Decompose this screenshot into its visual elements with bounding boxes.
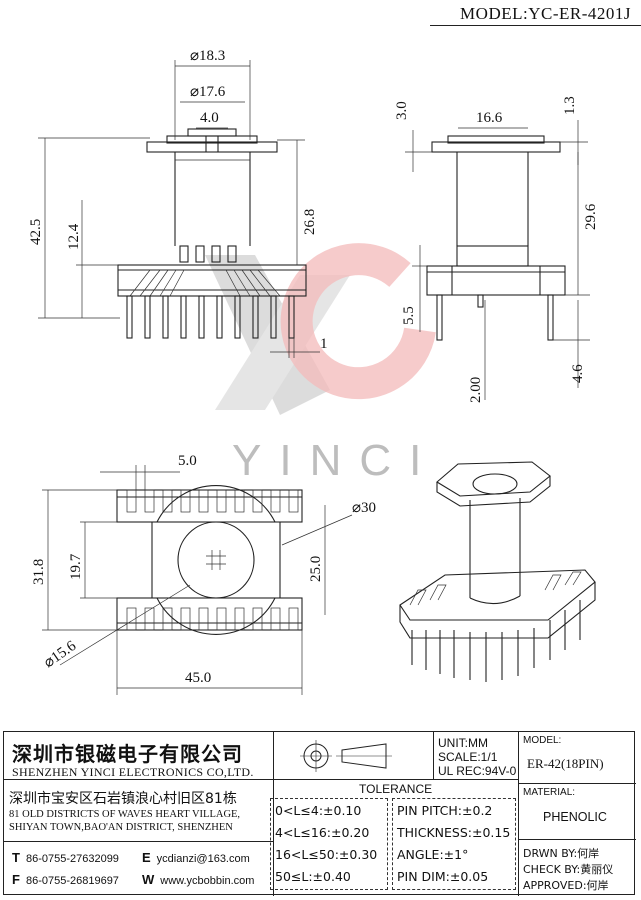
dim-w4-0: 4.0 bbox=[200, 110, 219, 126]
address-en-1: 81 OLD DISTRICTS OF WAVES HEART VILLAGE, bbox=[9, 809, 241, 820]
company-name-en: SHENZHEN YINCI ELECTRONICS CO,LTD. bbox=[12, 765, 254, 779]
title-block: 深圳市银磁电子有限公司 SHENZHEN YINCI ELECTRONICS C… bbox=[3, 731, 636, 896]
dim-h25-0: 25.0 bbox=[308, 556, 324, 582]
dim-h26-8: 26.8 bbox=[302, 209, 318, 235]
model-title: MODEL:YC-ER-4201J bbox=[460, 4, 631, 23]
front-view: ⌀18.3 ⌀17.6 4.0 42.5 12.4 26.8 1 bbox=[28, 48, 328, 358]
dim-h2-00: 2.00 bbox=[468, 377, 484, 403]
top-view: 5.0 ⌀30 31.8 19.7 25.0 ⌀15.6 45.0 bbox=[31, 453, 376, 695]
fax-value: 86-0755-26819697 bbox=[25, 875, 119, 887]
check-by: CHECK BY:黄丽仪 bbox=[523, 863, 614, 876]
dim-d15-6: ⌀15.6 bbox=[41, 638, 79, 672]
material-value: PHENOLIC bbox=[543, 810, 607, 824]
approval-cell: DRWN BY:何岸 CHECK BY:黄丽仪 APPROVED:何岸 bbox=[519, 840, 636, 896]
pin-row-2: THICKNESS:±0.15 bbox=[397, 825, 511, 840]
dim-h5-5: 5.5 bbox=[401, 306, 417, 325]
material-cell: MATERIAL: PHENOLIC bbox=[519, 784, 636, 840]
address-cn: 深圳市宝安区石岩镇浪心村旧区81栋 bbox=[9, 791, 237, 807]
projection-symbol-cell bbox=[274, 732, 434, 780]
company-cell: 深圳市银磁电子有限公司 SHENZHEN YINCI ELECTRONICS C… bbox=[4, 732, 274, 780]
dim-h4-6: 4.6 bbox=[570, 364, 586, 383]
model-value: ER-42(18PIN) bbox=[527, 756, 604, 771]
dim-d18-3: ⌀18.3 bbox=[190, 48, 225, 64]
tolerance-body-border bbox=[274, 798, 519, 896]
scale-text: SCALE:1/1 bbox=[438, 750, 498, 764]
dim-d17-6: ⌀17.6 bbox=[190, 84, 226, 100]
third-angle-projection-icon bbox=[300, 740, 392, 772]
fax-row: F 86-0755-26819697 bbox=[12, 872, 119, 887]
dim-h42-5: 42.5 bbox=[28, 219, 44, 245]
dim-d30: ⌀30 bbox=[352, 500, 376, 516]
tol-row-3: 16<L≤50:±0.30 bbox=[275, 847, 378, 862]
dim-h1-3: 1.3 bbox=[562, 96, 578, 115]
dim-w16-6: 16.6 bbox=[476, 110, 503, 126]
engineering-drawing: YINCI ⌀18.3 ⌀17 bbox=[28, 48, 599, 695]
tolerance-title: TOLERANCE bbox=[359, 782, 433, 796]
fax-label: F bbox=[12, 872, 20, 887]
model-label: MODEL: bbox=[523, 735, 562, 746]
dim-w45-0: 45.0 bbox=[185, 670, 211, 686]
model-cell: MODEL: ER-42(18PIN) bbox=[519, 732, 636, 784]
email-value: ycdianzi@163.com bbox=[156, 853, 250, 865]
dim-h12-4: 12.4 bbox=[66, 223, 82, 250]
model-title-rule bbox=[430, 25, 641, 26]
tolerance-header-cell: TOLERANCE bbox=[274, 780, 519, 798]
dim-w5-0: 5.0 bbox=[178, 453, 197, 469]
ul-rec-text: UL REC:94V-0 bbox=[438, 764, 517, 778]
dim-h29-6: 29.6 bbox=[583, 203, 599, 230]
tel-label: T bbox=[12, 850, 20, 865]
address-en-2: SHIYAN TOWN,BAO'AN DISTRICT, SHENZHEN bbox=[9, 822, 233, 833]
tol-row-2: 4<L≤16:±0.20 bbox=[275, 825, 370, 840]
isometric-view bbox=[399, 461, 596, 682]
pin-tolerance-box: PIN PITCH:±0.2 THICKNESS:±0.15 ANGLE:±1°… bbox=[392, 798, 516, 890]
watermark-logo bbox=[205, 243, 436, 415]
tel-row: T 86-0755-27632099 bbox=[12, 850, 119, 865]
tol-row-4: 50≤L:±0.40 bbox=[275, 869, 351, 884]
web-label: W bbox=[142, 872, 155, 887]
company-name-cn: 深圳市银磁电子有限公司 bbox=[12, 742, 243, 766]
tolerance-box: 0<L≤4:±0.10 4<L≤16:±0.20 16<L≤50:±0.30 5… bbox=[270, 798, 388, 890]
dim-h19-7: 19.7 bbox=[68, 553, 84, 580]
unit-cell: UNIT:MM SCALE:1/1 UL REC:94V-0 bbox=[434, 732, 519, 780]
pin-row-4: PIN DIM:±0.05 bbox=[397, 869, 489, 884]
tol-row-1: 0<L≤4:±0.10 bbox=[275, 803, 362, 818]
dim-h31-8: 31.8 bbox=[31, 559, 47, 585]
dim-w1: 1 bbox=[320, 336, 328, 352]
tel-value: 86-0755-27632099 bbox=[25, 853, 119, 865]
web-value: www.ycbobbin.com bbox=[160, 875, 255, 887]
side-view: 16.6 3.0 1.3 29.6 5.5 4.6 2.00 bbox=[394, 96, 599, 403]
unit-text: UNIT:MM bbox=[438, 736, 488, 750]
pin-row-1: PIN PITCH:±0.2 bbox=[397, 803, 493, 818]
email-label: E bbox=[142, 850, 151, 865]
watermark-text: YINCI bbox=[232, 436, 439, 485]
drawn-by: DRWN BY:何岸 bbox=[523, 847, 600, 860]
address-cell: 深圳市宝安区石岩镇浪心村旧区81栋 81 OLD DISTRICTS OF WA… bbox=[4, 780, 274, 842]
material-label: MATERIAL: bbox=[523, 787, 576, 798]
approved-by: APPROVED:何岸 bbox=[523, 879, 609, 892]
pin-row-3: ANGLE:±1° bbox=[397, 847, 469, 862]
dim-h3-0: 3.0 bbox=[394, 101, 410, 120]
